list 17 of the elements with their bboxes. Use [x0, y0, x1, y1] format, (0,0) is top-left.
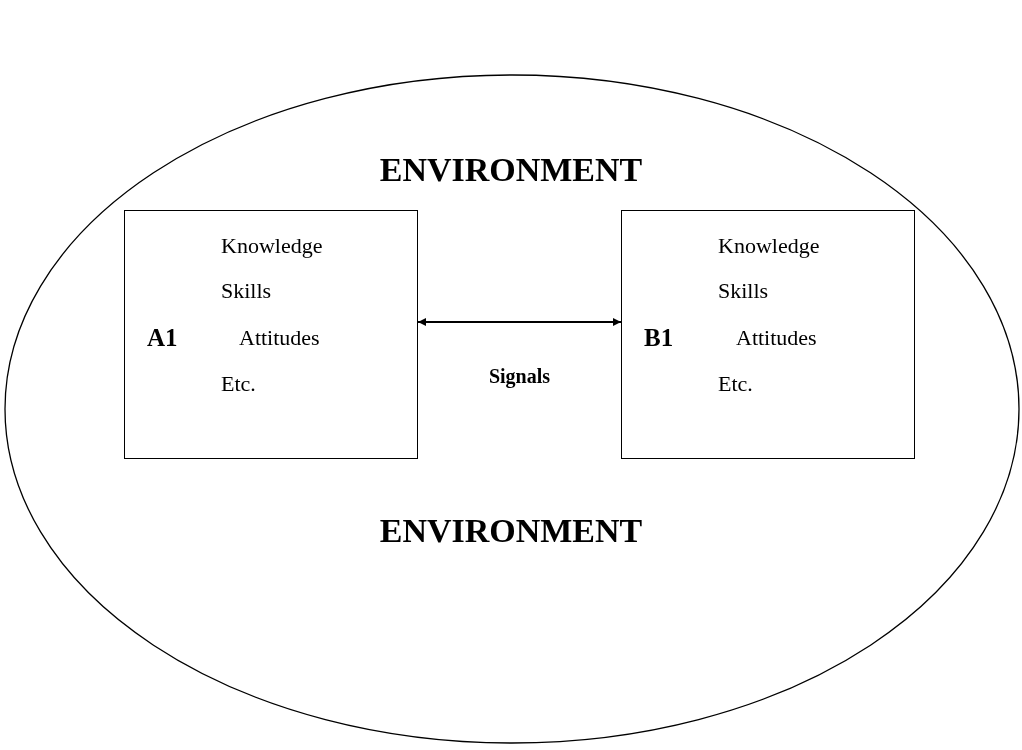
attribute-text: Knowledge [718, 233, 820, 259]
attribute-text: Skills [221, 278, 272, 304]
environment-label: ENVIRONMENT [379, 512, 643, 550]
environment-ellipse [4, 74, 1020, 744]
person-box [124, 210, 418, 459]
environment-label: ENVIRONMENT [379, 151, 643, 189]
attribute-text: Attitudes [736, 325, 817, 351]
person-box [621, 210, 915, 459]
attribute-text: Etc. [221, 371, 256, 397]
attribute-text: Etc. [718, 371, 753, 397]
double-arrow [417, 318, 622, 326]
edge-label: Signals [488, 364, 551, 388]
attribute-text: Attitudes [239, 325, 320, 351]
attribute-text: Knowledge [221, 233, 323, 259]
person-label: A1 [147, 324, 178, 352]
person-label: B1 [644, 324, 674, 352]
attribute-text: Skills [718, 278, 769, 304]
